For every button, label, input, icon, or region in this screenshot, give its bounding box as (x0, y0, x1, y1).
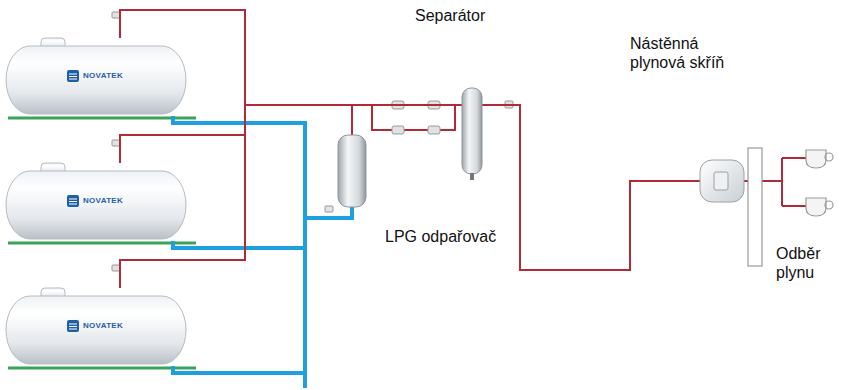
liquid-pipe (173, 207, 352, 373)
liquid-pipe (173, 116, 352, 218)
liquid-pipe (173, 207, 352, 248)
consumer-label: Odběr plynu (776, 244, 851, 282)
brand-label: NOVATEK (83, 71, 123, 81)
part-label: Nástěnná plynová skříň (630, 34, 742, 72)
gas-cabinet: Nástěnná plynová skříň (700, 160, 744, 202)
separator-vessel-outline (462, 88, 482, 180)
consumer-appliance (806, 150, 833, 216)
brand-label: NOVATEK (83, 196, 123, 206)
bypass-pipe (372, 105, 455, 130)
gas-cabinet-outline (700, 160, 744, 202)
part-label: LPG odpařovač (385, 227, 496, 246)
gas-pipe (352, 105, 462, 135)
separator-vessel: Separátor (462, 88, 482, 180)
lpg-tank: NOVATEK (5, 38, 187, 116)
brand-label: NOVATEK (83, 321, 123, 331)
gas-pipe (120, 105, 462, 163)
part-label: Separátor (415, 6, 485, 25)
lpg-tank: NOVATEK (5, 288, 187, 366)
lpg-tank: NOVATEK (5, 163, 187, 241)
vaporizer-vessel: LPG odpařovač (338, 135, 366, 207)
wall (748, 148, 762, 266)
gas-pipe (482, 105, 700, 270)
vaporizer-vessel-outline (338, 135, 366, 207)
